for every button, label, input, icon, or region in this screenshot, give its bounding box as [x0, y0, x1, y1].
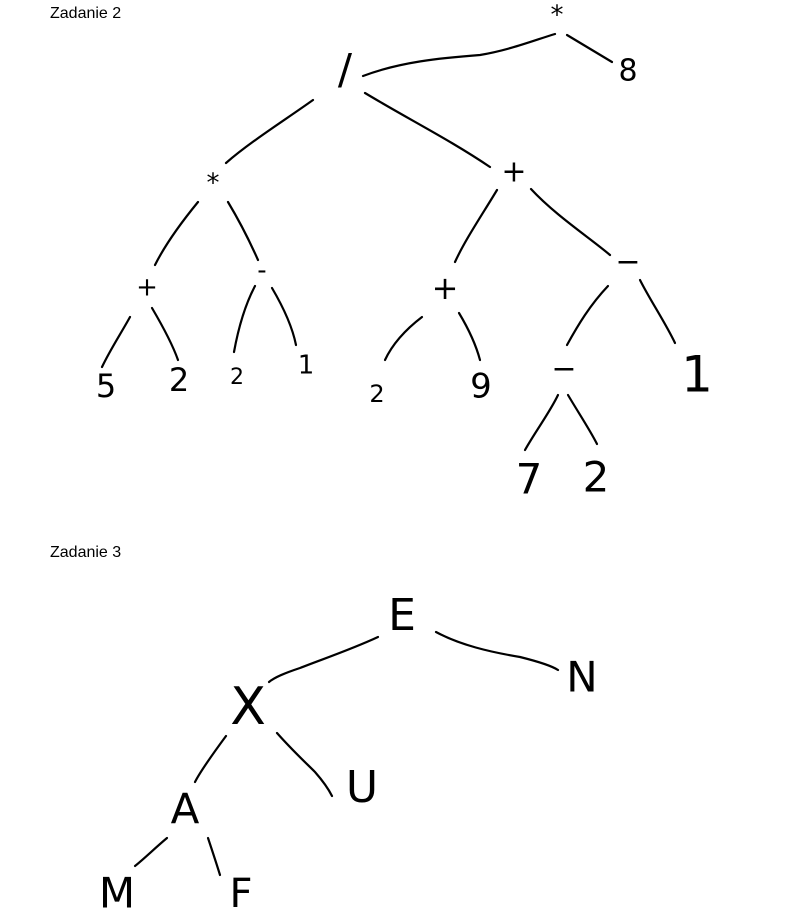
edge-x-u — [275, 731, 334, 798]
leaf-2b: 2 — [230, 365, 244, 390]
edge-plusr-minusr — [529, 187, 612, 257]
edge-minusb-2d — [566, 393, 599, 446]
edge-e-x — [267, 635, 380, 684]
edge-minusr-1b — [638, 278, 677, 345]
edge-root-div — [361, 32, 557, 78]
node-u: U — [346, 762, 378, 813]
edge-div-mul — [224, 98, 315, 165]
expression-tree: * 8 / * + + - + − 5 2 2 1 2 9 − 1 7 2 — [96, 1, 713, 504]
node-eight: 8 — [618, 54, 637, 89]
node-a: A — [171, 785, 200, 834]
edge-plusr-plusm — [453, 188, 499, 264]
node-div: / — [338, 45, 353, 94]
node-root: * — [551, 1, 564, 31]
edge-a-m — [133, 836, 169, 868]
node-n: N — [566, 653, 597, 702]
node-m: M — [99, 869, 135, 918]
node-minus-b: − — [551, 352, 576, 387]
node-minus-r: − — [615, 245, 640, 280]
edge-mul-plusl — [153, 200, 200, 267]
leaf-7: 7 — [516, 455, 543, 504]
leaf-9: 9 — [470, 367, 492, 407]
edge-plusm-9 — [457, 311, 482, 362]
node-f: F — [229, 871, 252, 917]
node-minus-l: - — [257, 256, 266, 286]
edge-root-eight — [565, 33, 614, 64]
leaf-5: 5 — [96, 367, 116, 405]
edge-plusm-2c — [383, 315, 424, 362]
leaf-1b: 1 — [681, 346, 713, 404]
edge-minusr-minusb — [565, 284, 610, 347]
edge-minusl-2b — [232, 284, 257, 354]
node-e: E — [388, 590, 416, 641]
edge-x-a — [193, 734, 228, 784]
edge-a-f — [206, 836, 222, 877]
zadanie-2-heading: Zadanie 2 — [50, 5, 122, 22]
edge-minusl-1a — [270, 286, 298, 347]
edge-plusl-5 — [100, 315, 132, 369]
edge-mul-minusl — [226, 200, 260, 262]
letter-tree: E N X U A M F — [99, 590, 598, 918]
edge-plusl-2a — [150, 306, 180, 362]
zadanie-3-heading: Zadanie 3 — [50, 544, 122, 561]
edge-minusb-7 — [523, 393, 560, 452]
node-plus-l: + — [136, 273, 158, 303]
node-plus-m: + — [432, 269, 459, 307]
leaf-1a: 1 — [298, 351, 315, 381]
edge-div-plusr — [363, 91, 492, 169]
leaf-2a: 2 — [169, 361, 189, 399]
leaf-2c: 2 — [369, 380, 384, 408]
leaf-2d: 2 — [583, 453, 610, 502]
node-mul: * — [207, 169, 220, 199]
node-x: X — [230, 677, 266, 737]
node-plus-r: + — [501, 155, 526, 190]
edge-e-n — [434, 630, 560, 672]
